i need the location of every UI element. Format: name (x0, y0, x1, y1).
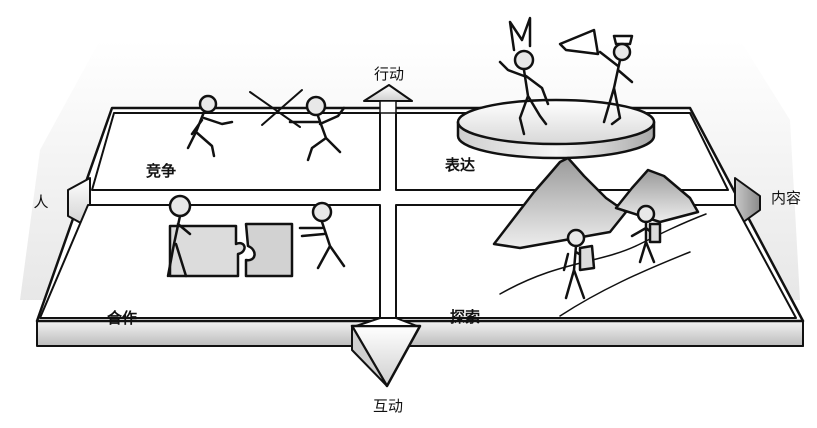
axis-label-left: 人 (33, 193, 48, 211)
axis-label-right: 内容 (771, 189, 801, 207)
puzzle-illustration (166, 194, 346, 278)
axis-label-bottom: 互动 (373, 397, 403, 415)
mountain-peak-right (614, 168, 700, 224)
pusher-right-body (298, 220, 346, 270)
hiker-two-head (636, 204, 656, 224)
pusher-left-head (168, 194, 192, 218)
trail-lower (559, 251, 691, 317)
down-arrow-bevel (351, 325, 388, 387)
puzzle-piece-right (244, 222, 294, 278)
quadrant-label-competition: 竞争 (146, 162, 176, 180)
puzzle-piece-left (168, 224, 246, 278)
fencer-left-head (198, 94, 218, 114)
rapier-right (261, 89, 303, 126)
hiker-two-pack (648, 222, 662, 244)
performer-hat (612, 34, 634, 46)
fencer-left-body (186, 110, 234, 158)
stage-top (456, 98, 656, 146)
quadrant-label-expression: 表达 (445, 156, 475, 174)
fencer-right-head (305, 95, 327, 117)
quadrant-label-cooperation: 合作 (106, 309, 137, 327)
hiker-one-body (562, 244, 594, 300)
fencing-illustration (186, 89, 346, 162)
megaphone (558, 28, 600, 56)
axis-label-top: 行动 (374, 65, 404, 83)
hiker-one-head (566, 228, 586, 248)
performer-head (612, 42, 632, 62)
down-arrow-top (355, 317, 418, 327)
trail (499, 213, 707, 295)
hiker-one-pack (578, 244, 596, 272)
dancer-headdress (508, 16, 532, 52)
tile-competition (91, 112, 381, 191)
dancer-body (498, 60, 550, 136)
pusher-left-body (166, 214, 192, 278)
hiker-two-body (630, 220, 660, 264)
dancer-head (513, 49, 535, 71)
quadrant-label-exploration: 探索 (450, 308, 480, 326)
pusher-right-head (311, 201, 333, 223)
fencer-right-body (288, 106, 346, 162)
stage-illustration (456, 16, 656, 160)
up-arrow-shaft (379, 100, 397, 114)
board (35, 84, 805, 388)
mountain-illustration (492, 156, 707, 317)
performer-body (598, 50, 634, 126)
